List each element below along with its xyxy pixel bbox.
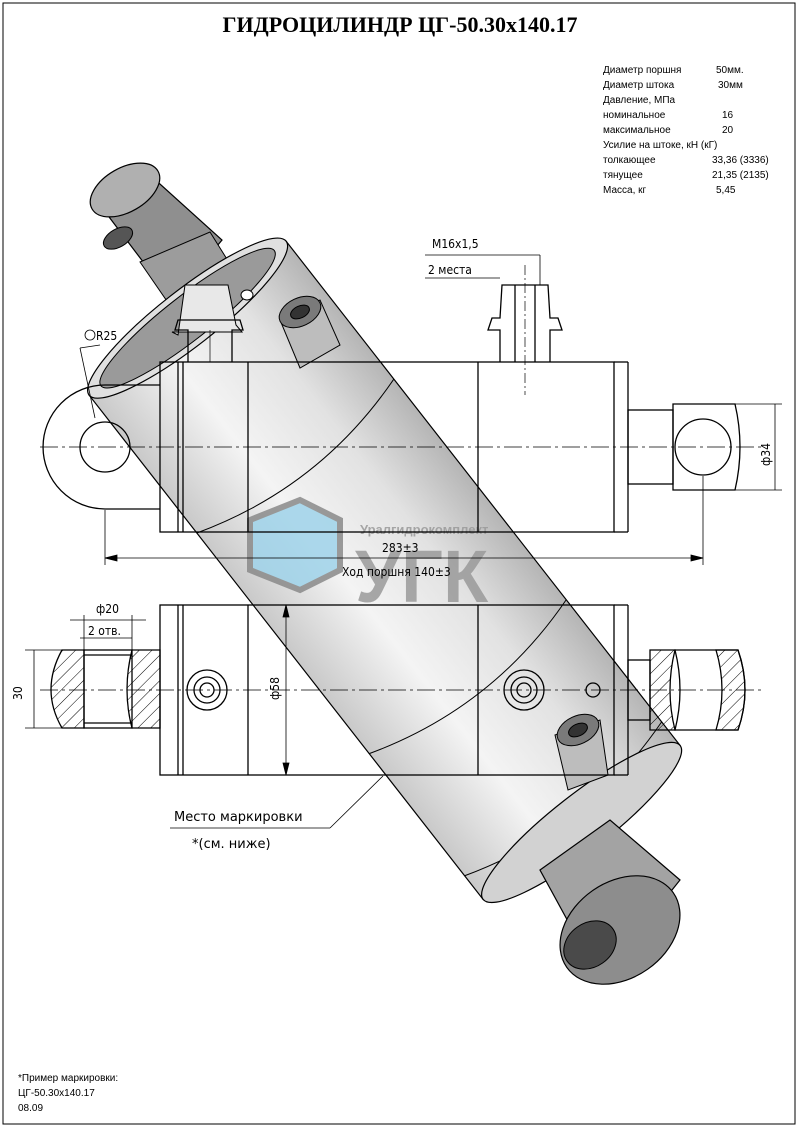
watermark-company: Уралгидрокомплект <box>360 522 488 537</box>
spec-label: тянущее <box>603 170 643 181</box>
spec-value: 30мм <box>718 80 743 91</box>
thread-quantity: 2 места <box>428 263 472 277</box>
stroke-dimension: Ход поршня 140±3 <box>342 565 451 579</box>
port-right <box>503 669 545 711</box>
bottom-clevis-3d <box>539 819 681 985</box>
watermark-logo-icon <box>247 496 343 594</box>
thread-dimension: М16х1,5 <box>432 237 479 251</box>
plan-view <box>40 604 765 776</box>
marking-callout <box>170 775 384 829</box>
spec-label: Диаметр поршня <box>603 65 681 76</box>
body-diameter-dimension: ф58 <box>268 677 282 700</box>
dimensions-plan-view <box>25 604 290 776</box>
port-left <box>186 669 228 711</box>
cylinder-3d-view <box>86 162 683 985</box>
dimensions-top-view <box>79 254 782 565</box>
breather-plug-3d <box>171 284 254 336</box>
spec-label: Диаметр штока <box>603 80 675 91</box>
spec-value: 33,36 (3336) <box>712 155 769 166</box>
hole-quantity: 2 отв. <box>88 624 121 638</box>
marking-reference: *(см. ниже) <box>192 837 271 852</box>
rod-diameter-dimension: ф34 <box>759 443 773 466</box>
spec-label: толкающее <box>603 155 656 166</box>
marking-example-date: 08.09 <box>18 1103 43 1114</box>
left-lug-section <box>50 649 85 729</box>
side-view <box>40 265 765 533</box>
left-eye-outline <box>42 384 160 510</box>
spec-label: номинальное <box>603 110 666 121</box>
spec-value: 50мм. <box>716 65 744 76</box>
port-fitting-3d <box>278 295 341 369</box>
spec-value: 20 <box>722 125 734 136</box>
spec-label: Масса, кг <box>603 185 646 196</box>
left-eye-hole <box>79 421 131 473</box>
spec-label: максимальное <box>603 125 671 136</box>
spec-table: Диаметр поршня 50мм. Диаметр штока 30мм … <box>603 65 769 196</box>
rod-eye-hole <box>674 418 732 476</box>
spec-value: 16 <box>722 110 734 121</box>
radius-dimension: R25 <box>96 329 117 343</box>
width-dimension: 30 <box>11 686 25 700</box>
watermark-logo-text: УГК <box>355 535 489 618</box>
marking-example-line: ЦГ-50.30х140.17 <box>18 1088 95 1099</box>
marking-label: Место маркировки <box>174 810 303 825</box>
length-dimension: 283±3 <box>382 541 419 555</box>
hole-diameter-dimension: ф20 <box>96 602 119 616</box>
spec-value: 21,35 (2135) <box>712 170 769 181</box>
drawing-title: ГИДРОЦИЛИНДР ЦГ-50.30х140.17 <box>222 12 577 37</box>
radius-symbol-icon <box>84 329 96 341</box>
marking-example-title: *Пример маркировки: <box>18 1073 118 1084</box>
spec-value: 5,45 <box>716 185 736 196</box>
spec-label: Давление, МПа <box>603 95 676 106</box>
company-watermark: Уралгидрокомплект УГК <box>247 496 489 618</box>
port-fitting-3d <box>554 713 609 791</box>
spec-label: Усилие на штоке, кН (кГ) <box>603 140 717 151</box>
